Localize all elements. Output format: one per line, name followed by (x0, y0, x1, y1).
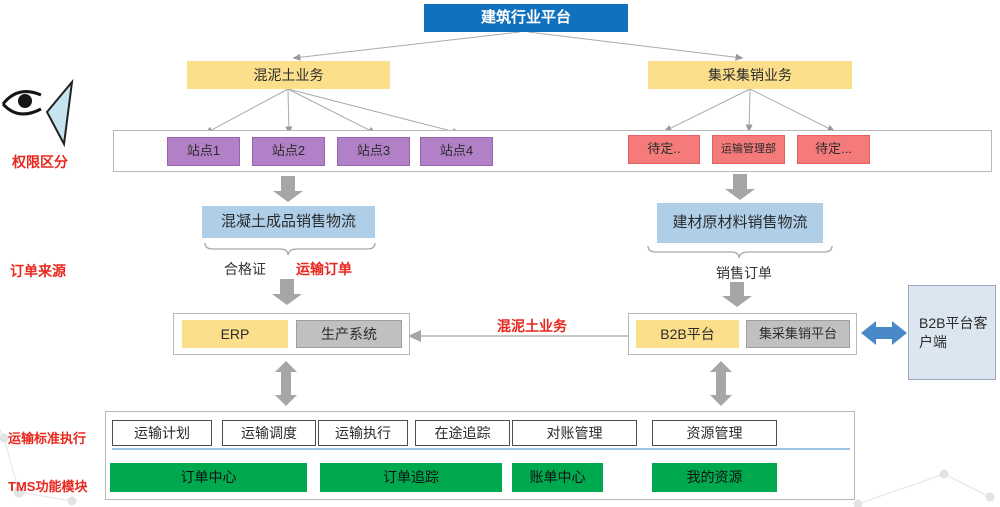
annotation-transport-order: 运输订单 (296, 261, 352, 277)
procurement-platform-box: 集采集销平台 (746, 320, 850, 348)
side-label-transport-standard: 运输标准执行 (8, 431, 87, 446)
tms-function-transport-execute: 运输执行 (318, 420, 408, 446)
double-arrow-vertical (275, 361, 732, 406)
down-arrow (272, 174, 755, 307)
tms-module-my-resources: 我的资源 (652, 463, 777, 492)
tms-function-transport-plan: 运输计划 (112, 420, 212, 446)
tms-function-in-transit-tracking: 在途追踪 (415, 420, 510, 446)
logistics-box-concrete: 混凝土成品销售物流 (202, 206, 375, 238)
tms-module-order-tracking: 订单追踪 (320, 463, 502, 492)
site-box-1: 站点1 (167, 137, 240, 166)
dept-box-tbd-2: 待定... (797, 135, 870, 164)
tms-module-order-center: 订单中心 (110, 463, 307, 492)
annotation-concrete-business: 混泥土业务 (497, 318, 567, 334)
side-label-permission: 权限区分 (12, 154, 68, 170)
erp-box: ERP (182, 320, 288, 348)
side-label-tms-module: TMS功能模块 (8, 479, 88, 494)
network-decoration (0, 428, 995, 507)
divider-line (112, 448, 850, 450)
double-arrow-blue (861, 321, 907, 345)
side-label-order-source: 订单来源 (10, 263, 66, 279)
brace (204, 242, 833, 259)
logistics-box-materials: 建材原材料销售物流 (657, 203, 823, 243)
production-system-box: 生产系统 (296, 320, 402, 348)
site-box-4: 站点4 (420, 137, 493, 166)
dept-box-tbd-1: 待定.. (628, 135, 700, 164)
tms-module-bill-center: 账单中心 (512, 463, 603, 492)
site-box-2: 站点2 (252, 137, 325, 166)
business-box-concrete: 混泥土业务 (187, 61, 390, 89)
dept-box-transport-mgmt: 运输管理部 (712, 135, 785, 164)
tms-function-transport-dispatch: 运输调度 (222, 420, 316, 446)
b2b-client-box: B2B平台客户端 (908, 285, 996, 380)
eye-icon (1, 78, 74, 148)
annotation-certificate: 合格证 (224, 261, 266, 277)
tms-function-reconciliation: 对账管理 (512, 420, 637, 446)
erp-b2b-link (408, 330, 628, 342)
site-box-3: 站点3 (337, 137, 410, 166)
root-platform-box: 建筑行业平台 (424, 4, 628, 32)
b2b-platform-box: B2B平台 (636, 320, 739, 348)
business-box-procurement: 集采集销业务 (648, 61, 852, 89)
annotation-sales-order: 销售订单 (716, 265, 772, 281)
tms-function-resource-mgmt: 资源管理 (652, 420, 777, 446)
